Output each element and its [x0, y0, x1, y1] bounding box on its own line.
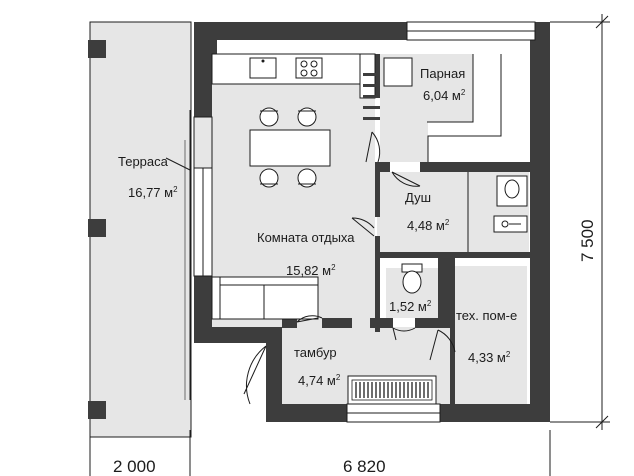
window-openings [193, 21, 536, 423]
room-name-terrace: Терраса [118, 154, 169, 169]
svg-text:15,82 м2: 15,82 м2 [286, 263, 336, 278]
room-area-vestibule: 4,74 м [298, 373, 336, 388]
door-wc[interactable] [392, 327, 416, 341]
room-area-terrace: 16,77 м [128, 185, 173, 200]
room-area-shower: 4,48 м [407, 218, 445, 233]
svg-text:4,33 м2: 4,33 м2 [468, 350, 511, 365]
room-area-wc: 1,52 м [389, 299, 427, 314]
dining-table [249, 107, 331, 188]
toilet [401, 263, 423, 294]
room-name-rest: Комната отдыха [257, 230, 355, 245]
dim-terrace-width: 2 000 [113, 457, 156, 476]
terrace [88, 21, 192, 438]
room-area-rest: 15,82 м [286, 263, 331, 278]
door-sauna[interactable] [365, 131, 381, 163]
dimension-lines [89, 14, 610, 476]
room-area-sauna: 6,04 м [423, 88, 461, 103]
room-labels: Терраса 16,77 м2 Комната отдыха 15,82 м2… [118, 66, 517, 388]
door-rest-vestibule[interactable] [351, 217, 375, 237]
dim-house-depth: 7 500 [578, 219, 597, 262]
shower-fixtures [467, 172, 528, 252]
chair [259, 107, 279, 127]
door-entrance[interactable] [243, 345, 267, 405]
chair [297, 168, 317, 188]
door-tech[interactable] [429, 329, 456, 361]
walls [194, 22, 550, 422]
doors[interactable] [165, 131, 456, 405]
svg-text:4,74 м2: 4,74 м2 [298, 373, 341, 388]
svg-text:6,04 м2: 6,04 м2 [423, 88, 466, 103]
chair [259, 168, 279, 188]
room-name-vestibule: тамбур [294, 345, 337, 360]
svg-text:4,48 м2: 4,48 м2 [407, 218, 450, 233]
door-shower[interactable] [391, 171, 421, 187]
svg-text:1,52 м2: 1,52 м2 [389, 299, 432, 314]
sauna-stove [363, 73, 380, 120]
sofa [211, 276, 319, 320]
svg-text:16,77 м2: 16,77 м2 [128, 185, 178, 200]
chair [297, 107, 317, 127]
room-area-tech: 4,33 м [468, 350, 506, 365]
sauna-benches [383, 54, 502, 162]
radiator [347, 375, 437, 405]
door-rest[interactable] [296, 315, 323, 323]
room-name-shower: Душ [405, 190, 431, 205]
room-name-sauna: Парная [420, 66, 465, 81]
dim-house-width: 6 820 [343, 457, 386, 476]
room-name-tech: тех. пом-е [456, 308, 517, 323]
